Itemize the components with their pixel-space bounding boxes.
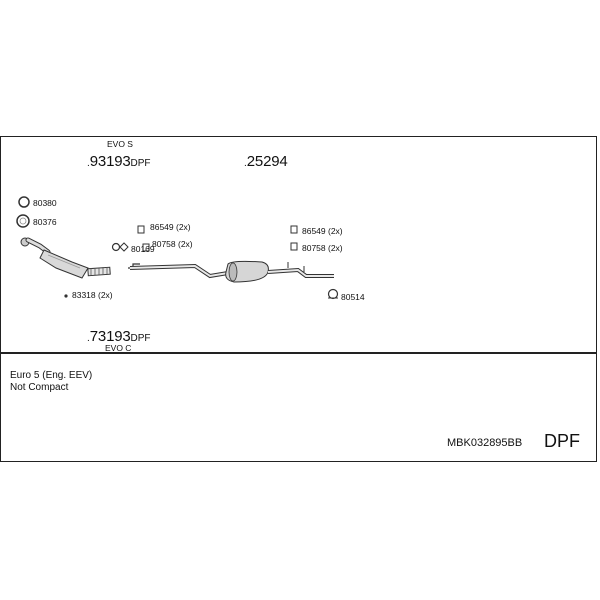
part-80169-label: 80169	[131, 244, 155, 254]
part-number: 93193	[89, 153, 131, 170]
rubber-mount-icon	[111, 225, 150, 252]
part-93193-top: .93193DPF	[87, 153, 151, 170]
clamp-icon	[327, 288, 339, 300]
part-80514-label: 80514	[341, 292, 365, 302]
section-divider	[0, 352, 597, 354]
variant-label-evo-c: EVO C	[105, 343, 132, 353]
ring-gasket-icon	[16, 214, 30, 228]
hanger-icon	[290, 225, 298, 251]
variant-label-evo-s: EVO S	[107, 139, 133, 149]
part-number: 73193	[89, 328, 131, 345]
bolt-icon	[64, 294, 68, 298]
part-80758-label-right: 80758 (2x)	[302, 243, 343, 253]
part-86549-label-left: 86549 (2x)	[150, 222, 191, 232]
part-73193-bottom: .73193DPF	[87, 328, 151, 345]
kit-code: MBK032895BB	[447, 437, 523, 449]
part-number: 25294	[246, 153, 288, 170]
part-80376-label: 80376	[33, 217, 57, 227]
emission-note: Euro 5 (Eng. EEV)	[10, 370, 93, 381]
dpf-front-section-icon	[20, 237, 111, 279]
ring-clamp-icon	[18, 196, 30, 208]
tail-pipe-icon	[267, 262, 334, 278]
part-80758-label-left: 80758 (2x)	[152, 239, 193, 249]
diagram-frame	[0, 136, 597, 462]
part-83318-label: 83318 (2x)	[72, 290, 113, 300]
type-label: DPF	[544, 431, 580, 451]
flex-pipe-icon	[87, 266, 111, 277]
part-80380-label: 80380	[33, 198, 57, 208]
part-suffix: DPF	[130, 333, 151, 344]
part-25294: .25294	[244, 153, 288, 170]
part-suffix: DPF	[130, 158, 151, 169]
rear-muffler-icon	[225, 260, 269, 283]
compact-note: Not Compact	[10, 382, 69, 393]
part-86549-label-right: 86549 (2x)	[302, 226, 343, 236]
exhaust-pipe-icon	[128, 263, 229, 279]
